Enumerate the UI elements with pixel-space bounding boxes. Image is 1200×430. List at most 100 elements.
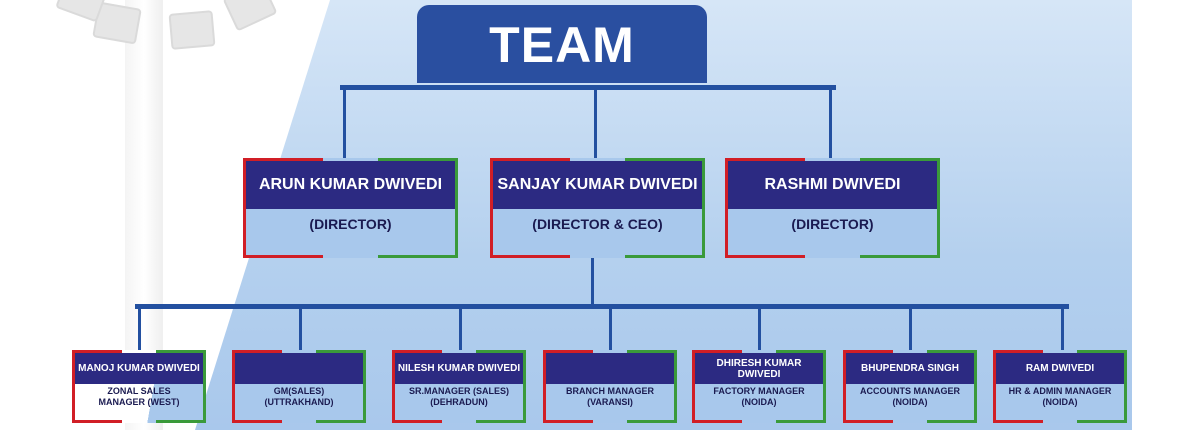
red-corner-bracket	[843, 350, 846, 423]
red-corner-bracket	[692, 350, 695, 423]
green-corner-bracket	[378, 255, 458, 258]
connector-line	[343, 88, 346, 160]
staff-role-line: (NOIDA)	[741, 397, 777, 407]
green-corner-bracket	[937, 158, 940, 258]
green-corner-bracket	[156, 420, 206, 423]
staff-card: GM(SALES)(UTTRAKHAND)	[232, 350, 366, 423]
red-corner-bracket	[725, 255, 805, 258]
staff-name: NILESH KUMAR DWIVEDI	[395, 353, 523, 384]
staff-role-line: ACCOUNTS MANAGER	[860, 386, 960, 396]
staff-name: DHIRESH KUMAR DWIVEDI	[695, 353, 823, 384]
staff-role-line: BRANCH MANAGER	[566, 386, 654, 396]
staff-role: HR & ADMIN MANAGER(NOIDA)	[996, 386, 1124, 408]
director-card: RASHMI DWIVEDI(DIRECTOR)	[725, 158, 940, 258]
green-corner-bracket	[674, 350, 677, 423]
red-corner-bracket	[543, 350, 593, 353]
connector-line	[1061, 307, 1064, 351]
red-corner-bracket	[993, 420, 1043, 423]
green-corner-bracket	[860, 255, 940, 258]
staff-role-line: HR & ADMIN MANAGER	[1008, 386, 1112, 396]
red-corner-bracket	[232, 420, 282, 423]
green-corner-bracket	[455, 158, 458, 258]
director-role: (DIRECTOR)	[309, 216, 392, 232]
page-title: TEAM	[417, 5, 707, 83]
lamp-icon	[168, 10, 216, 50]
red-corner-bracket	[392, 420, 442, 423]
connector-line	[758, 307, 761, 351]
red-corner-bracket	[232, 350, 235, 423]
staff-card: DHIRESH KUMAR DWIVEDI FACTORY MANAGER(NOI…	[692, 350, 826, 423]
staff-role: ACCOUNTS MANAGER(NOIDA)	[846, 386, 974, 408]
staff-name: BHUPENDRA SINGH	[846, 353, 974, 384]
red-corner-bracket	[490, 255, 570, 258]
green-corner-bracket	[860, 158, 940, 161]
red-corner-bracket	[543, 350, 546, 423]
connector-line	[594, 88, 597, 160]
green-corner-bracket	[476, 350, 526, 353]
green-corner-bracket	[523, 350, 526, 423]
staff-role-line: SR.MANAGER (SALES)	[408, 386, 509, 396]
lamp-icon	[222, 0, 278, 32]
red-corner-bracket	[993, 350, 1043, 353]
green-corner-bracket	[378, 158, 458, 161]
red-corner-bracket	[243, 255, 323, 258]
green-corner-bracket	[627, 350, 677, 353]
red-corner-bracket	[725, 158, 728, 258]
green-corner-bracket	[1124, 350, 1127, 423]
staff-role: BRANCH MANAGER(VARANSI)	[546, 386, 674, 408]
connector-line	[829, 88, 832, 160]
staff-name: MANOJ KUMAR DWIVEDI	[75, 353, 203, 384]
red-corner-bracket	[72, 420, 122, 423]
director-card: ARUN KUMAR DWIVEDI (DIRECTOR)	[243, 158, 458, 258]
staff-role-line: GM(SALES)	[273, 386, 325, 396]
staff-name: RAM DWIVEDI	[996, 353, 1124, 384]
red-corner-bracket	[490, 158, 570, 161]
red-corner-bracket	[243, 158, 323, 161]
red-corner-bracket	[392, 350, 442, 353]
staff-role-line: ZONAL SALES	[107, 386, 171, 396]
red-corner-bracket	[72, 350, 75, 423]
green-corner-bracket	[156, 350, 206, 353]
connector-line	[138, 307, 141, 351]
connector-line	[135, 304, 1069, 309]
staff-role-line: (VARANSI)	[587, 397, 633, 407]
green-corner-bracket	[476, 420, 526, 423]
green-corner-bracket	[625, 158, 705, 161]
director-role: (DIRECTOR & CEO)	[532, 216, 663, 232]
green-corner-bracket	[316, 420, 366, 423]
red-corner-bracket	[843, 350, 893, 353]
staff-card: BRANCH MANAGER(VARANSI)	[543, 350, 677, 423]
red-corner-bracket	[725, 158, 805, 161]
staff-role-line: (NOIDA)	[1042, 397, 1078, 407]
staff-role: GM(SALES)(UTTRAKHAND)	[235, 386, 363, 408]
staff-role: SR.MANAGER (SALES)(DEHRADUN)	[395, 386, 523, 408]
connector-line	[299, 307, 302, 351]
red-corner-bracket	[243, 158, 246, 258]
staff-role-line: (UTTRAKHAND)	[264, 397, 334, 407]
red-corner-bracket	[490, 158, 493, 258]
green-corner-bracket	[927, 350, 977, 353]
director-name: SANJAY KUMAR DWIVEDI	[493, 161, 702, 209]
director-role: (DIRECTOR)	[791, 216, 874, 232]
red-corner-bracket	[72, 350, 122, 353]
red-corner-bracket	[392, 350, 395, 423]
green-corner-bracket	[316, 350, 366, 353]
red-corner-bracket	[843, 420, 893, 423]
green-corner-bracket	[203, 350, 206, 423]
connector-line	[340, 85, 836, 90]
director-name: ARUN KUMAR DWIVEDI	[246, 161, 455, 209]
staff-name	[546, 353, 674, 384]
red-corner-bracket	[993, 350, 996, 423]
green-corner-bracket	[363, 350, 366, 423]
green-corner-bracket	[1077, 350, 1127, 353]
staff-role-line: (DEHRADUN)	[430, 397, 488, 407]
green-corner-bracket	[1077, 420, 1127, 423]
connector-line	[609, 307, 612, 351]
staff-name	[235, 353, 363, 384]
connector-line	[459, 307, 462, 351]
staff-role-line: FACTORY MANAGER	[713, 386, 805, 396]
